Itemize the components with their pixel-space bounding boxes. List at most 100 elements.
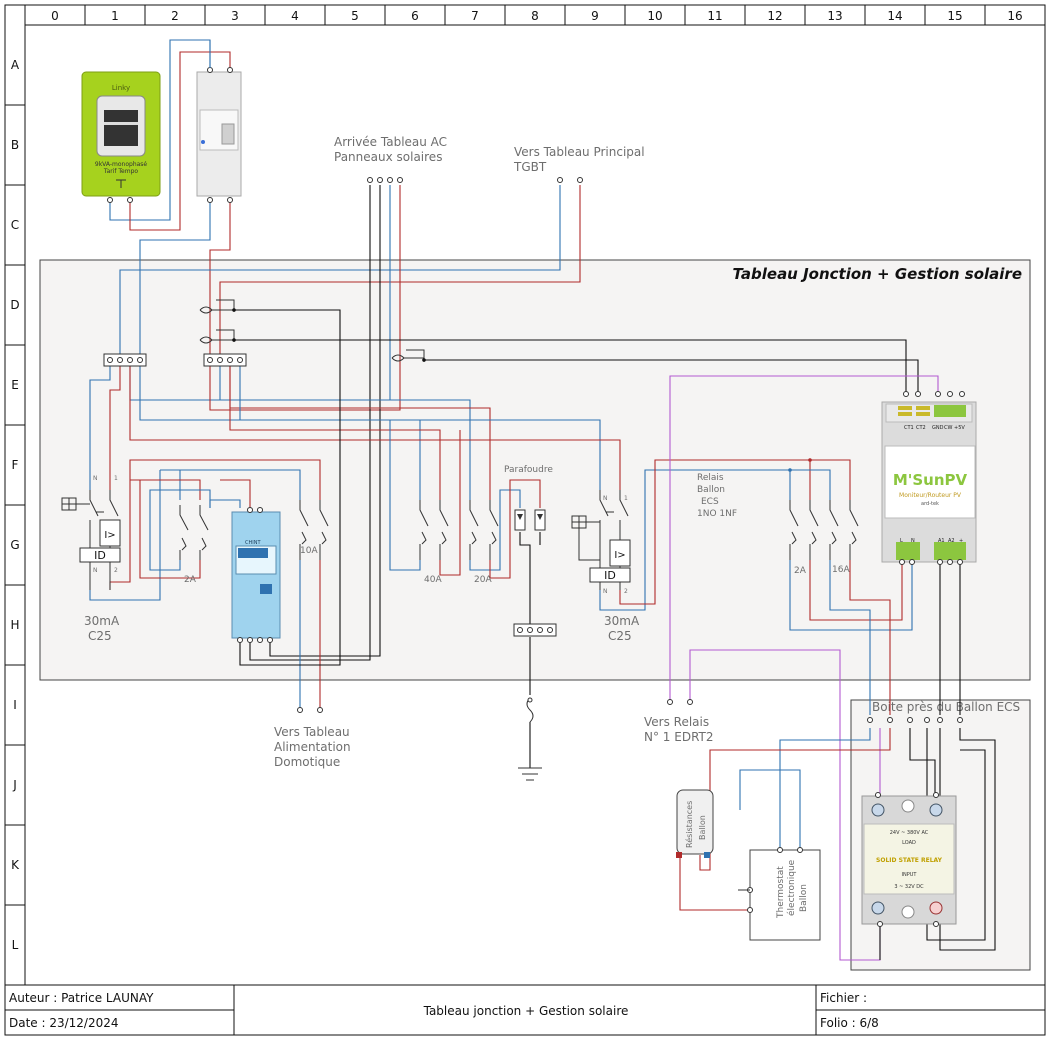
label-arrivee-1: Arrivée Tableau AC xyxy=(334,135,447,149)
label-domotique-3: Domotique xyxy=(274,755,340,769)
svg-text:1: 1 xyxy=(624,495,628,502)
differential-breaker-1: I> ID N 1 N 2 xyxy=(61,475,121,590)
heater-resistances: Résistances Ballon xyxy=(676,789,714,858)
svg-text:CHINT: CHINT xyxy=(245,540,261,546)
svg-text:N: N xyxy=(603,495,608,502)
grid-row-label: H xyxy=(10,618,19,632)
energy-meter: CHINT xyxy=(231,507,281,643)
svg-text:GND: GND xyxy=(932,425,944,431)
label-domotique-1: Vers Tableau xyxy=(274,725,350,739)
terminal-strip-earth xyxy=(513,623,557,637)
grid-column-label: 9 xyxy=(591,9,599,23)
grid-row-label: K xyxy=(11,858,20,872)
relay-label-1: Relais xyxy=(697,473,724,483)
title-block-date: Date : 23/12/2024 xyxy=(9,1016,119,1030)
svg-text:L: L xyxy=(900,538,903,544)
breaker-40a-label: 40A xyxy=(424,575,442,585)
diff1-rating-1: 30mA xyxy=(84,614,120,628)
breaker-10a xyxy=(299,500,329,560)
terminal-strip-center xyxy=(203,353,247,367)
svg-text:Moniteur/Routeur PV: Moniteur/Routeur PV xyxy=(899,492,962,499)
svg-text:2: 2 xyxy=(114,567,118,574)
terminal-strip-left xyxy=(103,353,147,367)
grid-column-label: 2 xyxy=(171,9,179,23)
grid-column-label: 3 xyxy=(231,9,239,23)
input-terminals xyxy=(367,177,583,183)
main-enclosure-title: Tableau Jonction + Gestion solaire xyxy=(732,265,1022,283)
svg-text:CT1: CT1 xyxy=(904,425,914,431)
label-vers-relais-2: N° 1 EDRT2 xyxy=(644,730,714,744)
grid-column-label: 16 xyxy=(1007,9,1022,23)
breaker-10a-label: 10A xyxy=(300,546,318,556)
diff2-rating-1: 30mA xyxy=(604,614,640,628)
svg-text:+5V: +5V xyxy=(954,425,965,431)
svg-text:ard-tek: ard-tek xyxy=(921,501,939,507)
label-vers-relais-1: Vers Relais xyxy=(644,715,709,729)
diff1-rating-2: C25 xyxy=(88,629,112,643)
grid-row-label: D xyxy=(10,298,19,312)
grid-row-label: F xyxy=(12,458,19,472)
ecs-box-terminals xyxy=(867,717,963,723)
current-transformers xyxy=(199,299,426,362)
grid-column-label: 5 xyxy=(351,9,359,23)
label-arrivee-2: Panneaux solaires xyxy=(334,150,442,164)
diff2-rating-2: C25 xyxy=(608,629,632,643)
svg-text:Résistances: Résistances xyxy=(684,801,694,848)
grid-row-label: J xyxy=(12,778,17,792)
title-block xyxy=(4,984,1046,1036)
ssr-title: SOLID STATE RELAY xyxy=(876,857,943,864)
svg-text:N: N xyxy=(603,588,608,595)
breaker-2a-left xyxy=(179,505,209,560)
breaker-16a-label: 16A xyxy=(832,565,850,575)
title-block-title: Tableau jonction + Gestion solaire xyxy=(423,1004,629,1018)
svg-text:CW: CW xyxy=(944,425,952,431)
breaker-20a xyxy=(469,500,499,560)
breaker-2a-right xyxy=(788,458,819,560)
grid-column-label: 6 xyxy=(411,9,419,23)
svg-text:N: N xyxy=(911,538,915,544)
grid-column-label: 15 xyxy=(947,9,962,23)
grid-row-label: G xyxy=(10,538,19,552)
surge-protector-label: Parafoudre xyxy=(504,465,553,475)
output-terminals xyxy=(297,697,693,713)
earth-symbol xyxy=(518,697,542,781)
grid-column-label: 12 xyxy=(767,9,782,23)
grid-row-label: A xyxy=(11,58,20,72)
solid-state-relay: 24V ~ 380V AC LOAD SOLID STATE RELAY INP… xyxy=(861,792,957,927)
grid-row-label: E xyxy=(11,378,19,392)
svg-text:N: N xyxy=(93,567,98,574)
breaker-40a xyxy=(419,500,449,560)
main-breaker xyxy=(196,40,242,203)
grid-row-label: L xyxy=(12,938,19,952)
breaker-2a-right-label: 2A xyxy=(794,566,807,576)
svg-text:24V ~ 380V AC: 24V ~ 380V AC xyxy=(890,830,929,836)
svg-text:N: N xyxy=(93,475,98,482)
relay-label-3: ECS xyxy=(701,497,719,507)
svg-text:LOAD: LOAD xyxy=(902,840,916,846)
ecs-box-title: Boite près du Ballon ECS xyxy=(872,700,1020,714)
breaker-20a-label: 20A xyxy=(474,575,492,585)
msunpv-router: CT1 CT2 GND CW +5V M'SunPV Moniteur/Rout… xyxy=(881,391,977,565)
linky-brand: Linky xyxy=(112,84,130,92)
svg-text:ID: ID xyxy=(604,569,616,582)
grid-column-label: 11 xyxy=(707,9,722,23)
svg-text:électronique: électronique xyxy=(786,859,797,916)
grid-column-label: 1 xyxy=(111,9,119,23)
svg-text:+: + xyxy=(959,538,963,544)
linky-caption-2: Tarif Tempo xyxy=(103,168,138,175)
thermostat: Thermostat électronique Ballon xyxy=(738,847,821,941)
grid-column-label: 13 xyxy=(827,9,842,23)
linky-meter: Linky 9kVA-monophasé Tarif Tempo xyxy=(81,71,161,203)
breaker-2a-left-label: 2A xyxy=(184,575,197,585)
grid-row-label: C xyxy=(11,218,19,232)
svg-text:Thermostat: Thermostat xyxy=(776,866,786,919)
differential-breaker-2: I> ID N 1 N 2 xyxy=(571,490,631,595)
title-block-author: Auteur : Patrice LAUNAY xyxy=(9,991,154,1005)
svg-text:1: 1 xyxy=(114,475,118,482)
svg-text:3 ~ 32V DC: 3 ~ 32V DC xyxy=(894,884,924,890)
grid-column-label: 8 xyxy=(531,9,539,23)
svg-text:Ballon: Ballon xyxy=(799,884,809,912)
